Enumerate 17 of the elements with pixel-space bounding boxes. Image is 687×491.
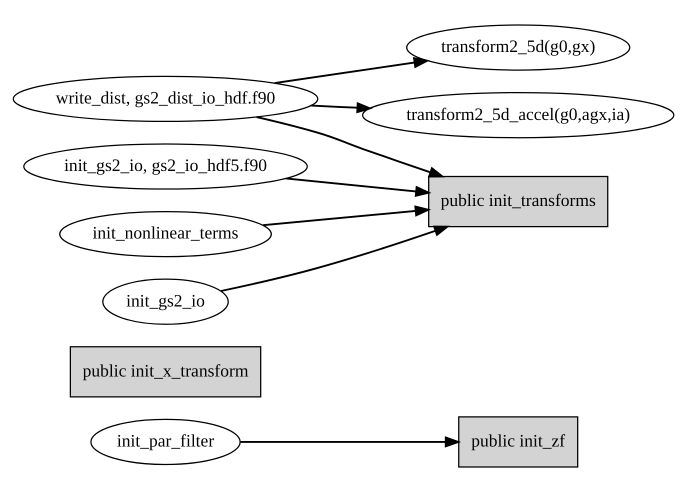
arrow bbox=[240, 436, 462, 448]
arrow bbox=[220, 225, 450, 292]
node-ellipse: init_gs2_io, gs2_io_hdf5.f90 bbox=[23, 142, 308, 190]
node-ellipse: transform2_5d_accel(g0,agx,ia) bbox=[362, 92, 674, 138]
node-box: public init_x_transform bbox=[70, 346, 262, 397]
arrow bbox=[286, 176, 432, 197]
arrow bbox=[262, 204, 432, 226]
node-ellipse: init_nonlinear_terms bbox=[59, 210, 272, 257]
arrow bbox=[274, 56, 430, 84]
arrow bbox=[256, 116, 446, 177]
node-ellipse: transform2_5d(g0,gx) bbox=[406, 24, 630, 70]
node-ellipse: write_dist, gs2_dist_io_hdf.f90 bbox=[12, 75, 318, 122]
arrow bbox=[311, 102, 373, 113]
node-ellipse: init_gs2_io bbox=[102, 278, 229, 324]
node-ellipse: init_par_filter bbox=[90, 418, 241, 465]
node-box: public init_zf bbox=[458, 416, 578, 468]
node-box: public init_transforms bbox=[428, 175, 608, 227]
